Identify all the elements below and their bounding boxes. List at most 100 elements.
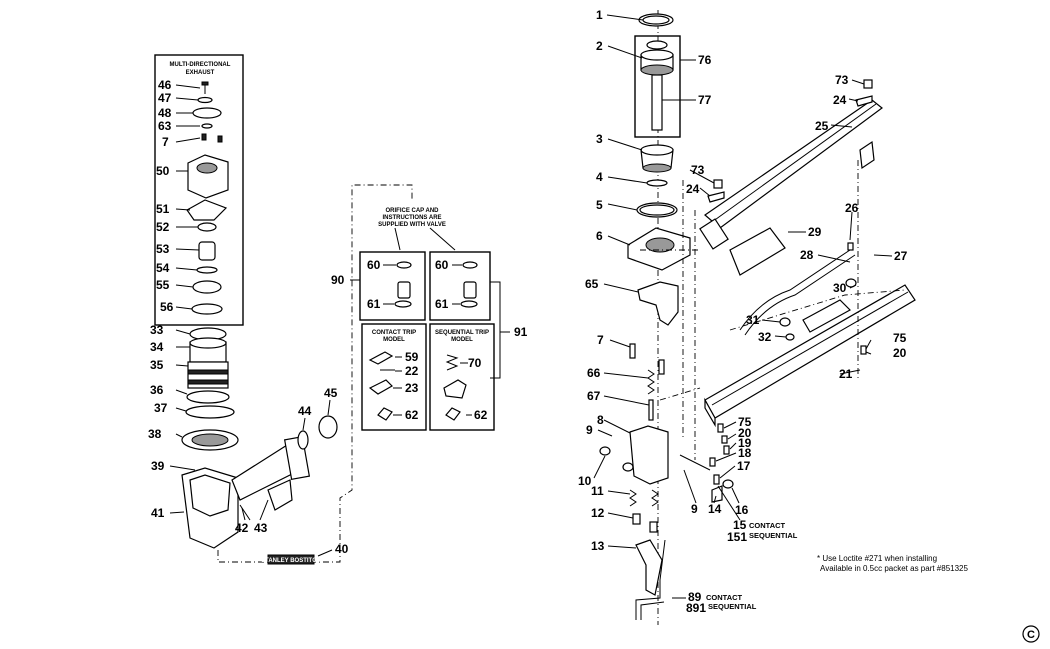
callout-48: 48: [158, 106, 172, 120]
callout-3: 3: [596, 132, 603, 146]
callout-11: 11: [591, 484, 604, 498]
callout-7-left: 7: [162, 135, 169, 149]
valve-kit-group: ORIFICE CAP AND INSTRUCTIONS ARE SUPPLIE…: [331, 208, 528, 431]
callout-77: 77: [698, 93, 712, 107]
contact-trip-label-2: MODEL: [383, 337, 405, 343]
callout-55: 55: [156, 278, 170, 292]
callout-2: 2: [596, 39, 603, 53]
copyright-circle: [1022, 625, 1040, 643]
callout-56: 56: [160, 300, 174, 314]
footnote-line2: Available in 0.5cc packet as part #85132…: [820, 564, 969, 573]
callout-12: 12: [591, 506, 605, 520]
bottom-right-notes: 89 CONTACT 891 SEQUENTIAL * Use Loctite …: [672, 554, 1040, 643]
callout-45: 45: [324, 386, 338, 400]
callout-22: 22: [405, 364, 419, 378]
callout-67: 67: [587, 389, 601, 403]
callout-44: 44: [298, 404, 312, 418]
contact-trip-label-1: CONTACT TRIP: [372, 330, 416, 336]
callout-43: 43: [254, 521, 268, 535]
callout-76: 76: [698, 53, 712, 67]
callout-24-top: 24: [833, 93, 847, 107]
callout-73-top: 73: [835, 73, 849, 87]
orifice-label-line2: INSTRUCTIONS ARE: [382, 215, 441, 221]
callout-75-right: 75: [893, 331, 907, 345]
callout-4: 4: [596, 170, 603, 184]
callout-31: 31: [746, 313, 760, 327]
label-891-sequential: SEQUENTIAL: [708, 602, 757, 611]
label-151-sequential: SEQUENTIAL: [749, 531, 798, 540]
callout-35: 35: [150, 358, 164, 372]
callout-29: 29: [808, 225, 822, 239]
callout-65: 65: [585, 277, 599, 291]
callout-90: 90: [331, 273, 345, 287]
footnote-line1: * Use Loctite #271 when installing: [817, 554, 937, 563]
callout-6: 6: [596, 229, 603, 243]
magazine-assembly: 73 24 25 26 27 28 29 30 31 32 21 75 20 7…: [640, 73, 916, 544]
callout-89: 89: [688, 590, 702, 604]
callout-14: 14: [708, 502, 722, 516]
callout-59: 59: [405, 350, 419, 364]
badge-text: STANLEY BOSTITCH: [261, 558, 321, 564]
callout-18: 18: [738, 446, 752, 460]
callout-53: 53: [156, 242, 170, 256]
callout-34: 34: [150, 340, 164, 354]
callout-52: 52: [156, 220, 170, 234]
callout-30: 30: [833, 281, 847, 295]
callout-61-right: 61: [435, 297, 449, 311]
exhaust-label-line1: MULTI-DIRECTIONAL: [170, 62, 231, 68]
callout-23: 23: [405, 381, 419, 395]
callout-20-lower: 20: [738, 426, 752, 440]
callout-13: 13: [591, 539, 605, 553]
callout-7-right: 7: [597, 333, 604, 347]
callout-46: 46: [158, 78, 172, 92]
callout-151: 151: [727, 530, 747, 544]
callout-91: 91: [514, 325, 528, 339]
callout-51: 51: [156, 202, 170, 216]
label-15-contact: CONTACT: [749, 521, 786, 530]
callout-20-right: 20: [893, 346, 907, 360]
callout-15: 15: [733, 518, 747, 532]
callout-5: 5: [596, 198, 603, 212]
callout-47: 47: [158, 91, 172, 105]
sequential-trip-box: [429, 323, 495, 431]
callout-40: 40: [335, 542, 349, 556]
callout-39: 39: [151, 459, 165, 473]
label-89-contact: CONTACT: [706, 593, 743, 602]
orifice-label-line1: ORIFICE CAP AND: [385, 208, 439, 214]
callout-66: 66: [587, 366, 601, 380]
callout-73-mid: 73: [691, 163, 705, 177]
callout-1: 1: [596, 8, 603, 22]
callout-8: 8: [597, 413, 604, 427]
callout-42: 42: [235, 521, 249, 535]
callout-63: 63: [158, 119, 172, 133]
callout-36: 36: [150, 383, 164, 397]
callout-60-right: 60: [435, 258, 449, 272]
callout-27: 27: [894, 249, 908, 263]
callout-75-lower: 75: [738, 415, 752, 429]
copyright-mark: C: [1027, 629, 1035, 641]
exhaust-kit-box: [154, 54, 244, 326]
valve-box-right: [429, 251, 491, 321]
callout-38: 38: [148, 427, 162, 441]
contact-trip-box: [361, 323, 427, 431]
callout-9-right: 9: [691, 502, 698, 516]
exhaust-kit-group: MULTI-DIRECTIONAL EXHAUST 46 47 48 63 7 …: [154, 54, 244, 326]
orifice-label-line3: SUPPLIED WITH VALVE: [378, 222, 446, 228]
callout-61-left: 61: [367, 297, 381, 311]
body-assembly: 33 34 35 36 37 38 39 41 42 43 44 45 STAN…: [148, 184, 413, 565]
callout-21: 21: [839, 367, 853, 381]
callout-10: 10: [578, 474, 592, 488]
callout-25: 25: [815, 119, 829, 133]
callout-33: 33: [150, 323, 164, 337]
callout-32: 32: [758, 330, 772, 344]
sequential-trip-label-2: MODEL: [451, 337, 473, 343]
callout-70: 70: [468, 356, 482, 370]
callout-28: 28: [800, 248, 814, 262]
callout-24-mid: 24: [686, 182, 700, 196]
exhaust-label-line2: EXHAUST: [186, 70, 215, 76]
piston-assembly: 1 2 76 77 3 4 5 6 65 7 66 67 8 9 10 11 1…: [578, 8, 712, 625]
callout-19: 19: [738, 436, 752, 450]
callout-891: 891: [686, 601, 706, 615]
callout-37: 37: [154, 401, 168, 415]
